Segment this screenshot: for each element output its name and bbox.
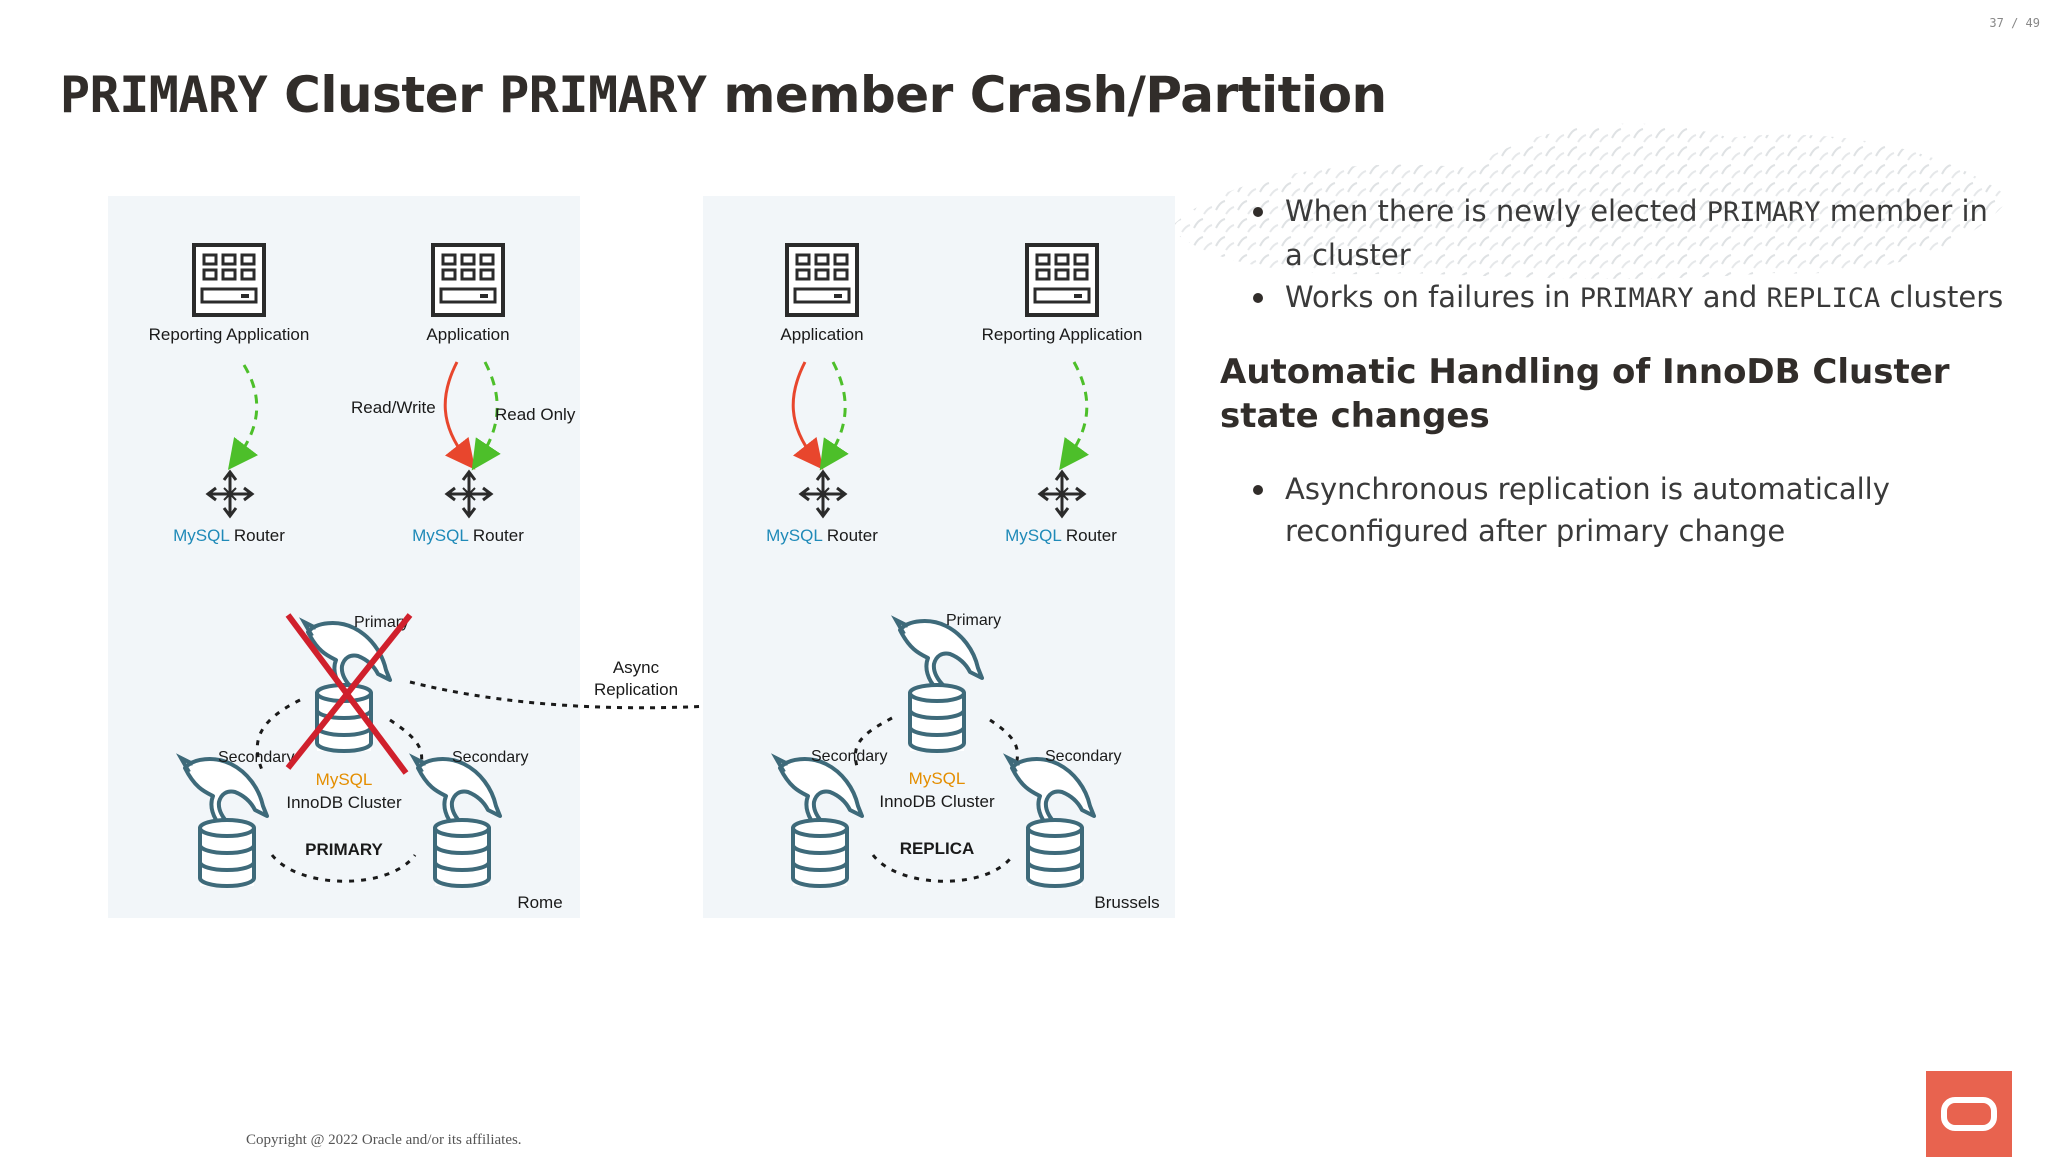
left-secondary2-label: Secondary — [452, 749, 529, 766]
right-router2-mysql: MySQL — [1005, 526, 1061, 545]
right-report-read-arrow — [1059, 361, 1089, 471]
right-router1-mysql: MySQL — [766, 526, 822, 545]
right-secondary2-db-icon — [1026, 818, 1084, 888]
left-router1-word: Router — [234, 526, 285, 545]
left-primary-label: Primary — [354, 614, 409, 631]
top-bullet-list: When there is newly elected PRIMARY memb… — [1220, 190, 2010, 320]
left-cluster-name-label: InnoDB Cluster — [286, 793, 402, 812]
architecture-diagram: Reporting Application Application Read/W… — [108, 196, 1175, 918]
left-secondary1-db-icon — [198, 818, 256, 888]
bullet1-text-a: When there is newly elected — [1285, 194, 1707, 228]
bullet2-code-replica: REPLICA — [1766, 283, 1881, 314]
left-secondary1-label: Secondary — [218, 749, 295, 766]
left-router1-mysql: MySQL — [173, 526, 229, 545]
left-read-only-arrow — [471, 361, 501, 471]
oracle-logo — [1926, 1071, 2012, 1157]
bullet-failures: Works on failures in PRIMARY and REPLICA… — [1220, 276, 2010, 320]
left-cluster-link-b — [389, 718, 424, 771]
right-application-icon — [785, 243, 859, 317]
left-router1-label: MySQL Router — [173, 526, 285, 545]
decorative-pattern — [1170, 123, 2010, 279]
left-cluster-link-a — [255, 698, 301, 771]
right-router2-word: Router — [1066, 526, 1117, 545]
read-only-label: Read Only — [495, 405, 576, 424]
right-secondary2-label: Secondary — [1045, 748, 1122, 765]
bullet2-code-primary: PRIMARY — [1579, 283, 1694, 314]
async-label-line2: Replication — [594, 680, 678, 699]
reporting-app-icon — [192, 243, 266, 317]
right-cluster-name-label: InnoDB Cluster — [879, 792, 995, 811]
title-code-primary-2: PRIMARY — [499, 66, 707, 124]
copyright: Copyright @ 2022 Oracle and/or its affil… — [246, 1132, 522, 1148]
right-reporting-app-icon — [1025, 243, 1099, 317]
right-cluster-link-b — [989, 718, 1019, 771]
right-cluster-role-label: REPLICA — [900, 839, 975, 858]
title-text-cluster: Cluster — [267, 66, 500, 124]
async-label-line1: Async — [613, 658, 660, 677]
bullet2-text-c: clusters — [1880, 280, 2004, 314]
page-number: 37 / 49 — [1989, 16, 2040, 30]
read-write-label: Read/Write — [351, 398, 436, 417]
left-app1-label: Reporting Application — [149, 325, 310, 344]
bullet-async-reconfigured: Asynchronous replication is automaticall… — [1220, 468, 2010, 552]
text-panel: When there is newly elected PRIMARY memb… — [1220, 190, 2010, 552]
left-cluster-role-label: PRIMARY — [305, 840, 383, 859]
right-location-label: Brussels — [1094, 893, 1159, 912]
right-router2-label: MySQL Router — [1005, 526, 1117, 545]
right-secondary1-label: Secondary — [811, 748, 888, 765]
right-read-write-arrow — [791, 361, 824, 470]
left-router2-label: MySQL Router — [412, 526, 524, 545]
left-router2-word: Router — [473, 526, 524, 545]
left-router2-mysql: MySQL — [412, 526, 468, 545]
bottom-bullet-list: Asynchronous replication is automaticall… — [1220, 468, 2010, 552]
left-cluster-link-c — [270, 854, 417, 883]
bullet1-text-b: member in a cluster — [1285, 194, 1988, 272]
right-primary-label: Primary — [946, 612, 1001, 629]
slide-title: PRIMARY Cluster PRIMARY member Crash/Par… — [60, 66, 1387, 124]
right-secondary1-db-icon — [791, 818, 849, 888]
bullet2-text-a: Works on failures in — [1285, 280, 1580, 314]
right-app2-label: Reporting Application — [982, 325, 1143, 344]
right-cluster-link-a — [853, 716, 893, 771]
right-cluster-mysql-label: MySQL — [909, 769, 966, 788]
left-secondary2-db-icon — [433, 818, 491, 888]
right-cluster-link-c — [871, 854, 1015, 883]
bullet1-code: PRIMARY — [1706, 197, 1821, 228]
bullet2-text-b: and — [1693, 280, 1767, 314]
right-primary-db-icon — [908, 683, 966, 753]
right-app1-label: Application — [780, 325, 863, 344]
title-code-primary: PRIMARY — [60, 66, 268, 124]
left-read-write-arrow — [443, 361, 476, 470]
subheading: Automatic Handling of InnoDB Cluster sta… — [1220, 352, 1950, 436]
title-text-rest: member Crash/Partition — [706, 66, 1387, 124]
right-router1-word: Router — [827, 526, 878, 545]
right-router1-label: MySQL Router — [766, 526, 878, 545]
oracle-ring-icon — [1941, 1097, 1997, 1131]
bullet-newly-elected: When there is newly elected PRIMARY memb… — [1220, 190, 2010, 276]
left-report-read-arrow — [227, 364, 259, 470]
left-location-label: Rome — [517, 893, 562, 912]
left-app2-label: Application — [426, 325, 509, 344]
right-read-only-arrow — [819, 361, 849, 471]
left-cluster-mysql-label: MySQL — [316, 770, 373, 789]
application-icon — [431, 243, 505, 317]
crash-cross-line-2 — [285, 613, 413, 770]
